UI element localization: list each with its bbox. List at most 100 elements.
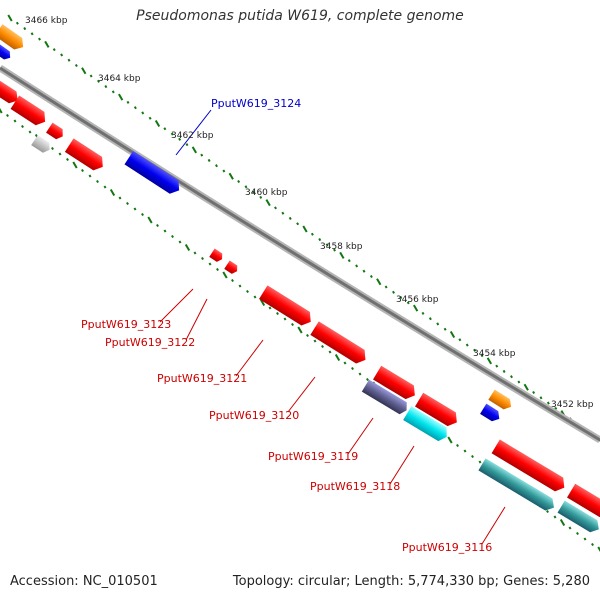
outer-tick xyxy=(296,222,300,226)
outer-tick xyxy=(510,375,513,379)
kbp-label-3454: 3454 kbp xyxy=(473,349,516,359)
outer-tick xyxy=(30,32,34,36)
gene-feature-3119-red xyxy=(373,365,415,400)
kbp-label-3464: 3464 kbp xyxy=(98,74,141,84)
gene-label-3119[interactable]: PputW619_3119 xyxy=(268,450,358,463)
kbp-label-3452: 3452 kbp xyxy=(551,400,594,410)
inner-tick xyxy=(471,454,474,459)
outer-tick xyxy=(458,338,462,342)
inner-tick xyxy=(58,152,62,156)
inner-tick xyxy=(268,306,272,310)
inner-tick xyxy=(66,157,69,162)
outer-tick xyxy=(141,111,145,115)
inner-tick xyxy=(81,168,84,173)
outer-tick xyxy=(163,127,167,131)
outer-tick xyxy=(244,185,248,189)
inner-tick xyxy=(171,234,174,239)
outer-tick xyxy=(104,85,108,89)
outer-tick xyxy=(384,285,388,289)
inner-tick xyxy=(126,201,129,206)
inner-tick xyxy=(478,460,482,464)
blue-gene-feature-top xyxy=(0,43,11,60)
outer-tick xyxy=(67,58,71,62)
outer-tick xyxy=(449,331,456,338)
outer-tick xyxy=(480,354,484,358)
outer-tick xyxy=(376,278,382,286)
inner-tick xyxy=(6,113,9,118)
outer-tick xyxy=(486,357,492,365)
tick-marks xyxy=(0,14,600,552)
outer-tick xyxy=(428,317,432,321)
inner-tick xyxy=(583,537,587,541)
gene-feature-red-3 xyxy=(46,122,63,140)
inner-tick xyxy=(109,189,116,196)
outer-tick xyxy=(200,153,204,157)
gene-feature-3116 xyxy=(478,458,555,511)
inner-tick xyxy=(568,526,572,530)
outer-tick xyxy=(259,195,263,199)
inner-tick xyxy=(163,229,167,233)
inner-tick xyxy=(358,372,362,376)
outer-tick xyxy=(318,238,322,242)
gene-label-3124[interactable]: PputW619_3124 xyxy=(211,97,301,110)
outer-tick xyxy=(473,348,477,352)
gene-label-3121[interactable]: PputW619_3121 xyxy=(157,372,247,385)
blue-gene-feature xyxy=(480,403,500,422)
outer-tick xyxy=(281,211,285,215)
inner-tick xyxy=(201,256,204,261)
outer-tick xyxy=(170,132,174,136)
gene-feature-3123 xyxy=(209,248,223,262)
inner-tick xyxy=(156,223,159,228)
inner-tick xyxy=(334,354,341,361)
inner-tick xyxy=(238,284,242,288)
inner-tick xyxy=(343,361,347,365)
gene-label-3118[interactable]: PputW619_3118 xyxy=(310,480,400,493)
inner-tick xyxy=(231,278,234,283)
inner-tick xyxy=(591,542,594,547)
gene-label-3120[interactable]: PputW619_3120 xyxy=(209,409,299,422)
kbp-label-3466: 3466 kbp xyxy=(25,16,68,26)
orange-rna-feature-top xyxy=(0,24,24,50)
outer-tick xyxy=(89,74,93,78)
accession-text: Accession: NC_010501 xyxy=(10,574,158,589)
outer-tick xyxy=(443,327,447,331)
gene-feature-edge-cyan xyxy=(557,500,599,533)
outer-tick xyxy=(185,143,189,147)
gene-feature-red-4 xyxy=(64,138,103,171)
outer-tick xyxy=(347,259,351,263)
outer-tick xyxy=(310,232,314,236)
inner-tick xyxy=(28,130,32,134)
inner-tick xyxy=(276,311,279,316)
outer-tick xyxy=(325,243,329,247)
inner-tick xyxy=(88,174,92,178)
gene-feature-edge-red xyxy=(567,483,600,518)
inner-tick xyxy=(253,295,257,299)
outer-tick xyxy=(265,199,271,207)
outer-tick xyxy=(60,53,64,57)
outer-tick xyxy=(52,48,56,52)
gene-label-3116[interactable]: PputW619_3116 xyxy=(402,541,492,554)
gene-feature-red-1 xyxy=(0,79,18,104)
inner-tick xyxy=(447,436,453,444)
inner-tick xyxy=(118,196,122,200)
inner-tick xyxy=(456,443,459,448)
inner-tick xyxy=(103,185,107,189)
kbp-label-3456: 3456 kbp xyxy=(396,295,439,305)
gene-label-3123[interactable]: PputW619_3123 xyxy=(81,318,171,331)
inner-tick xyxy=(184,244,191,251)
outer-tick xyxy=(465,343,469,347)
inner-tick xyxy=(0,108,3,114)
outer-tick xyxy=(154,120,161,127)
gene-label-3122[interactable]: PputW619_3122 xyxy=(105,336,195,349)
outer-tick xyxy=(333,248,336,252)
inner-tick xyxy=(559,519,566,526)
outer-tick xyxy=(288,216,292,220)
outer-tick xyxy=(392,290,395,294)
inner-tick xyxy=(141,212,144,217)
map-title: Pseudomonas putida W619, complete genome xyxy=(136,8,464,24)
inner-tick xyxy=(72,161,78,169)
inner-tick xyxy=(216,267,219,272)
kbp-label-3460: 3460 kbp xyxy=(245,188,288,198)
inner-tick xyxy=(178,240,182,244)
outer-tick xyxy=(362,269,366,273)
